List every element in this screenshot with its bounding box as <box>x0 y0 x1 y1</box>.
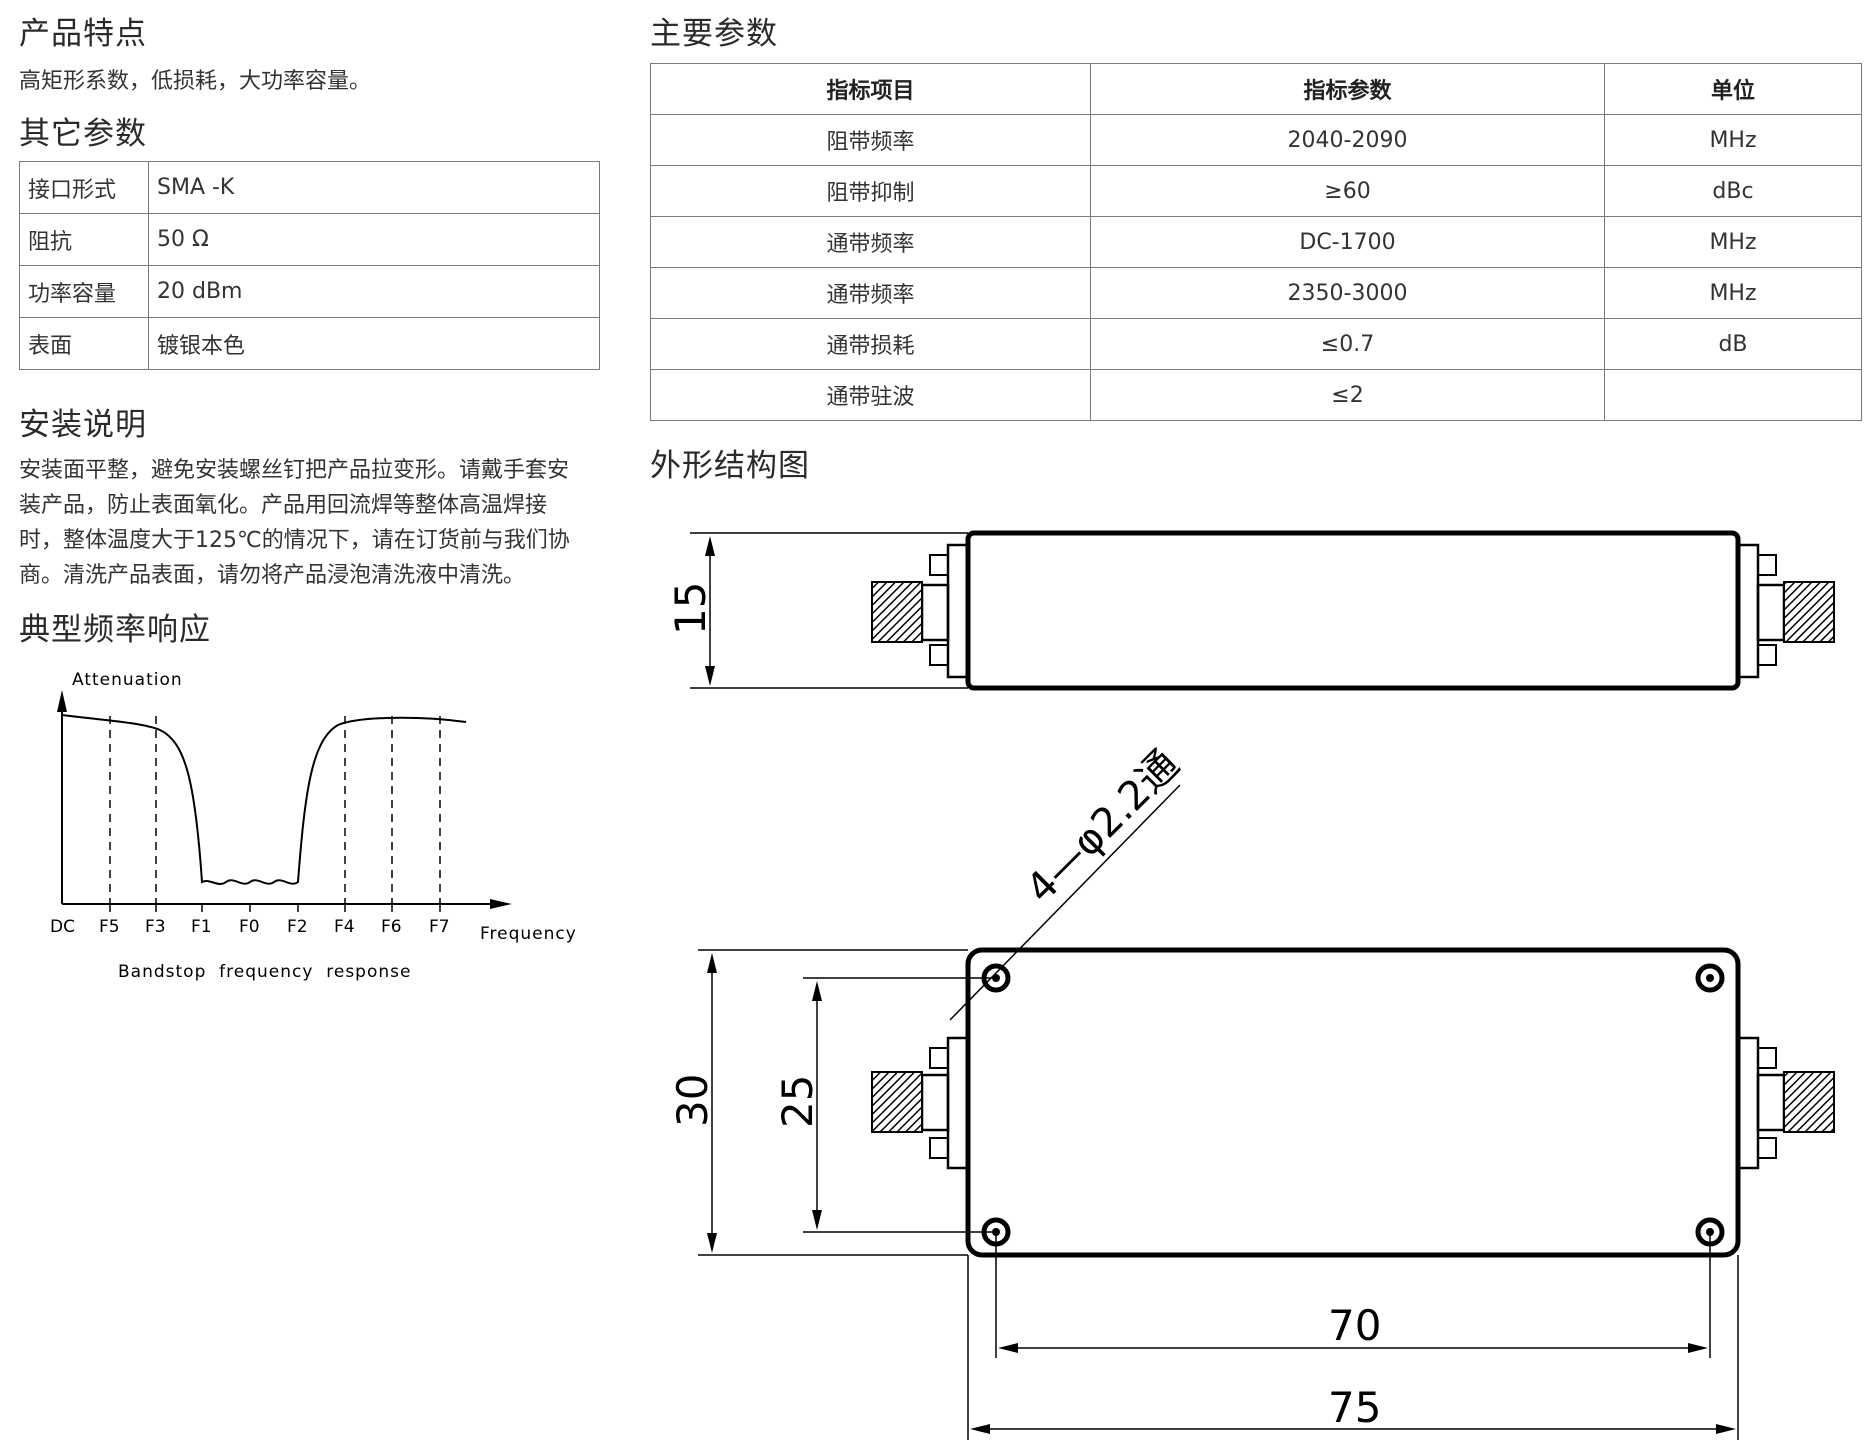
table-header-row: 指标项目 指标参数 单位 <box>650 63 1862 115</box>
tick-label: F2 <box>287 917 308 937</box>
column-header: 指标项目 <box>650 63 1091 115</box>
features-title: 产品特点 <box>19 16 147 52</box>
outline-title: 外形结构图 <box>650 448 810 484</box>
main-params-table: 指标项目 指标参数 单位 阻带频率 2040-2090 MHz 阻带抑制 ≥60… <box>650 63 1862 421</box>
side-view-body <box>965 530 1741 691</box>
param-value: ≤2 <box>1090 369 1605 421</box>
param-key: 接口形式 <box>19 161 149 214</box>
x-axis-label: Frequency <box>480 924 577 944</box>
install-line: 安装面平整，避免安装螺丝钉把产品拉变形。请戴手套安 <box>19 458 570 483</box>
dim-label: 15 <box>666 582 715 635</box>
tick-label: F3 <box>145 917 166 937</box>
table-row: 阻带抑制 ≥60 dBc <box>650 165 1862 217</box>
diagram-caption: Bandstop frequency response <box>118 962 411 982</box>
install-line: 装产品，防止表面氧化。产品用回流焊等整体高温焊接 <box>19 493 548 518</box>
hole-note: 4—φ2.2通 <box>1018 741 1189 912</box>
y-axis-label: Attenuation <box>72 670 183 690</box>
param-value: ≥60 <box>1090 165 1605 217</box>
features-text: 高矩形系数，低损耗，大功率容量。 <box>19 69 372 94</box>
right-connector-side <box>1736 543 1835 679</box>
param-item: 通带损耗 <box>650 318 1091 370</box>
table-row: 通带频率 2350-3000 MHz <box>650 267 1862 319</box>
top-view-body <box>965 947 1741 1258</box>
column-header: 单位 <box>1604 63 1862 115</box>
install-line: 时，整体温度大于125℃的情况下，请在订货前与我们协 <box>19 528 570 553</box>
param-item: 通带驻波 <box>650 369 1091 421</box>
table-row: 阻带频率 2040-2090 MHz <box>650 114 1862 166</box>
dim-label: 25 <box>773 1075 822 1128</box>
table-row: 接口形式 SMA -K <box>19 161 600 214</box>
tick-label: F5 <box>99 917 120 937</box>
tick-label: F6 <box>381 917 402 937</box>
param-value: 镀银本色 <box>148 317 600 370</box>
table-row: 通带驻波 ≤2 <box>650 369 1862 421</box>
outline-drawing: 15 <box>666 530 1835 1440</box>
table-row: 通带损耗 ≤0.7 dB <box>650 318 1862 370</box>
table-row: 阻抗 50 Ω <box>19 213 600 266</box>
param-item: 阻带频率 <box>650 114 1091 166</box>
param-item: 通带频率 <box>650 216 1091 268</box>
param-value: 20 dBm <box>148 265 600 318</box>
param-value: 2350-3000 <box>1090 267 1605 319</box>
table-row: 功率容量 20 dBm <box>19 265 600 318</box>
tick-label: F4 <box>334 917 355 937</box>
freq-response-title: 典型频率响应 <box>19 612 211 648</box>
param-item: 阻带抑制 <box>650 165 1091 217</box>
param-key: 功率容量 <box>19 265 149 318</box>
tick-label: F0 <box>239 917 260 937</box>
tick-label: F7 <box>429 917 450 937</box>
dim-label: 30 <box>668 1074 717 1127</box>
column-header: 指标参数 <box>1090 63 1605 115</box>
dim-label: 70 <box>1328 1301 1381 1350</box>
param-value: SMA -K <box>148 161 600 214</box>
main-params-title: 主要参数 <box>650 16 778 52</box>
response-curve <box>61 714 467 885</box>
param-unit: MHz <box>1604 114 1862 166</box>
param-value: DC-1700 <box>1090 216 1605 268</box>
param-value: 2040-2090 <box>1090 114 1605 166</box>
param-value: ≤0.7 <box>1090 318 1605 370</box>
freq-response-diagram: Attenuation DC F5 F3 F1 F0 F2 F4 F6 F7 F… <box>50 670 577 982</box>
other-params-title: 其它参数 <box>19 116 147 152</box>
install-line: 商。清洗产品表面，请勿将产品浸泡清洗液中清洗。 <box>19 563 526 588</box>
left-connector-top <box>871 1036 970 1170</box>
param-unit: MHz <box>1604 267 1862 319</box>
mounting-hole <box>1695 963 1725 993</box>
param-unit: dB <box>1604 318 1862 370</box>
left-connector-side <box>871 543 970 679</box>
table-row: 表面 镀银本色 <box>19 317 600 370</box>
param-unit <box>1604 369 1862 421</box>
hole-leader-line <box>949 784 1181 1021</box>
x-axis-arrow <box>490 899 512 909</box>
install-title: 安装说明 <box>19 407 147 443</box>
table-row: 通带频率 DC-1700 MHz <box>650 216 1862 268</box>
install-text: 安装面平整，避免安装螺丝钉把产品拉变形。请戴手套安 装产品，防止表面氧化。产品用… <box>19 453 619 593</box>
param-unit: MHz <box>1604 216 1862 268</box>
tick-label: DC <box>50 917 75 937</box>
other-params-table: 接口形式 SMA -K 阻抗 50 Ω 功率容量 20 dBm 表面 镀银本色 <box>19 161 600 370</box>
param-unit: dBc <box>1604 165 1862 217</box>
param-value: 50 Ω <box>148 213 600 266</box>
param-item: 通带频率 <box>650 267 1091 319</box>
y-axis-arrow <box>57 690 67 712</box>
param-key: 阻抗 <box>19 213 149 266</box>
param-key: 表面 <box>19 317 149 370</box>
tick-label: F1 <box>191 917 212 937</box>
dim-label: 75 <box>1328 1383 1381 1432</box>
right-connector-top <box>1736 1036 1835 1170</box>
